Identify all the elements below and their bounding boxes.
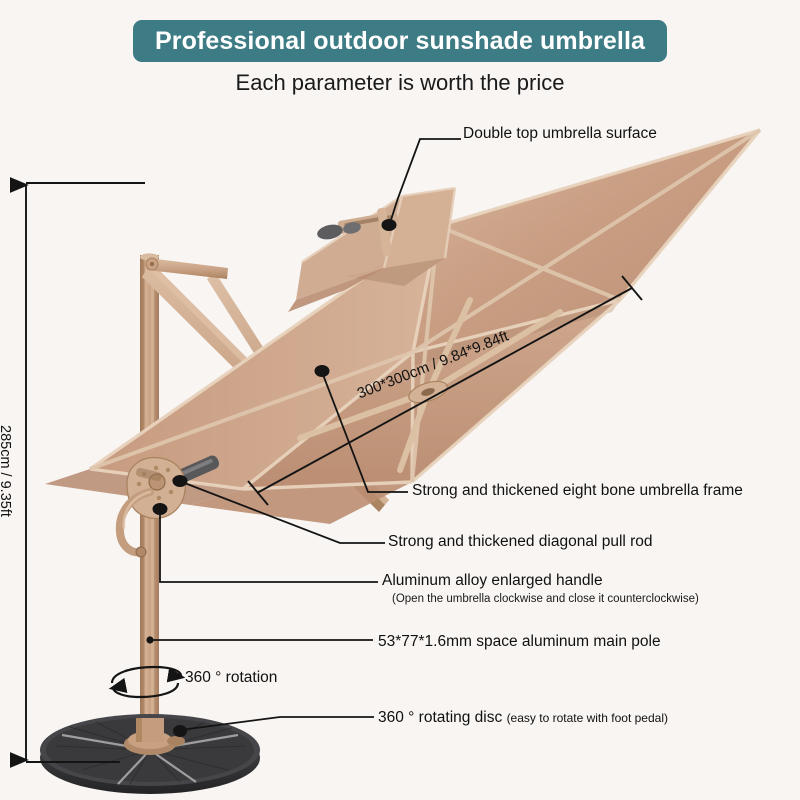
annotation-handle-note: (Open the umbrella clockwise and close i… bbox=[392, 593, 699, 606]
leader-lines bbox=[150, 138, 461, 731]
canopy-support-ribs bbox=[297, 297, 563, 473]
canopy-edge-front bbox=[190, 482, 412, 524]
page-subtitle: Each parameter is worth the price bbox=[235, 70, 565, 95]
dimension-lines bbox=[9, 177, 145, 768]
leader-eight-bone bbox=[321, 371, 408, 493]
dot-double-top bbox=[381, 219, 397, 231]
annotation-rotation: 360 ° rotation bbox=[185, 669, 278, 686]
annotation-rotating-disc-note: (easy to rotate with foot pedal) bbox=[506, 711, 668, 725]
canopy-crown bbox=[317, 207, 399, 256]
foot-pedal bbox=[167, 736, 185, 746]
annotation-diagonal-pull-rod: Strong and thickened diagonal pull rod bbox=[388, 533, 653, 550]
leader-rotating-disc bbox=[179, 716, 374, 731]
arm-top-bar bbox=[147, 258, 228, 279]
leader-handle bbox=[159, 508, 378, 583]
annotation-double-top: Double top umbrella surface bbox=[463, 125, 657, 142]
annotation-handle-label: Aluminum alloy enlarged handle bbox=[382, 572, 603, 589]
canopy-group bbox=[45, 128, 762, 524]
dot-rotating-disc bbox=[173, 725, 187, 737]
annotation-eight-bone-frame: Strong and thickened eight bone umbrella… bbox=[412, 482, 743, 499]
annotation-handle: Aluminum alloy enlarged handle (Open the… bbox=[382, 571, 699, 607]
canopy-cross-ribs bbox=[89, 128, 762, 483]
annotation-rotating-disc: 360 ° rotating disc (easy to rotate with… bbox=[378, 708, 668, 727]
leader-dots bbox=[146, 219, 397, 737]
canopy-dimension bbox=[247, 275, 643, 506]
dot-main-pole bbox=[146, 636, 154, 644]
dimension-height: 285cm / 9.35ft bbox=[0, 425, 13, 517]
leader-pull-rod bbox=[181, 481, 385, 544]
annotation-rotating-disc-label: 360 ° rotating disc bbox=[378, 709, 503, 726]
dot-pull-rod bbox=[172, 475, 188, 487]
leader-double-top bbox=[389, 138, 461, 224]
canopy-side-fitting bbox=[176, 455, 220, 483]
vent-canopy-top bbox=[384, 188, 455, 268]
canopy-panel-left bbox=[90, 226, 438, 489]
dot-eight-bone bbox=[314, 365, 330, 377]
rotation-arrow-icon bbox=[108, 665, 186, 699]
rotation-hub-group bbox=[115, 456, 186, 558]
base-group bbox=[40, 714, 260, 794]
vent-canopy-skirt bbox=[345, 258, 445, 286]
handle-grip bbox=[136, 467, 162, 482]
annotation-main-pole: 53*77*1.6mm space aluminum main pole bbox=[378, 633, 661, 650]
crown-fitting bbox=[317, 224, 343, 240]
page-title: Professional outdoor sunshade umbrella bbox=[155, 26, 645, 55]
title-banner: Professional outdoor sunshade umbrella bbox=[133, 20, 667, 62]
dot-handle bbox=[152, 503, 168, 515]
